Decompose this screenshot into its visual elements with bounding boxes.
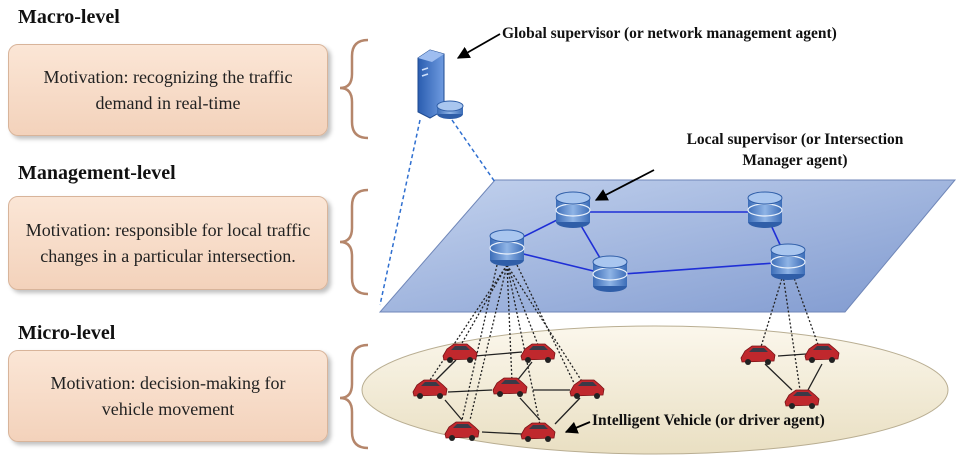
management-motivation-box: Motivation: responsible for local traffi… [8,196,328,290]
micro-motivation-box: Motivation: decision-making for vehicle … [8,350,328,442]
network-links [506,211,789,276]
macro-brace [339,38,369,140]
database-icon [770,243,806,281]
database-icon [489,229,525,267]
management-plane [378,179,957,313]
local-supervisor-label: Local supervisor (or Intersection Manage… [686,131,904,169]
vehicle-links [435,351,823,435]
macro-motivation-box: Motivation: recognizing the traffic dema… [8,44,328,136]
database-icon [555,191,591,229]
database-icon [592,255,628,293]
management-motivation-text: Motivation: responsible for local traffi… [25,219,311,266]
global-supervisor-label: Global supervisor (or network management… [502,25,837,42]
server-icon [417,49,464,119]
intelligent-vehicle-label: Intelligent Vehicle (or driver agent) [592,412,825,429]
micro-motivation-text: Motivation: decision-making for vehicle … [50,372,286,419]
management-brace [339,188,369,296]
agent-connections [427,264,821,426]
database-icon [747,191,783,229]
annotation-arrows [456,33,655,434]
micro-level-title: Micro-level [18,322,116,344]
vehicle-area-ellipse [361,325,949,455]
management-level-title: Management-level [18,162,176,184]
micro-brace [339,343,369,450]
macro-level-title: Macro-level [18,6,120,28]
projection-lines [379,119,496,306]
macro-motivation-text: Motivation: recognizing the traffic dema… [43,66,293,113]
level-braces [339,38,369,450]
